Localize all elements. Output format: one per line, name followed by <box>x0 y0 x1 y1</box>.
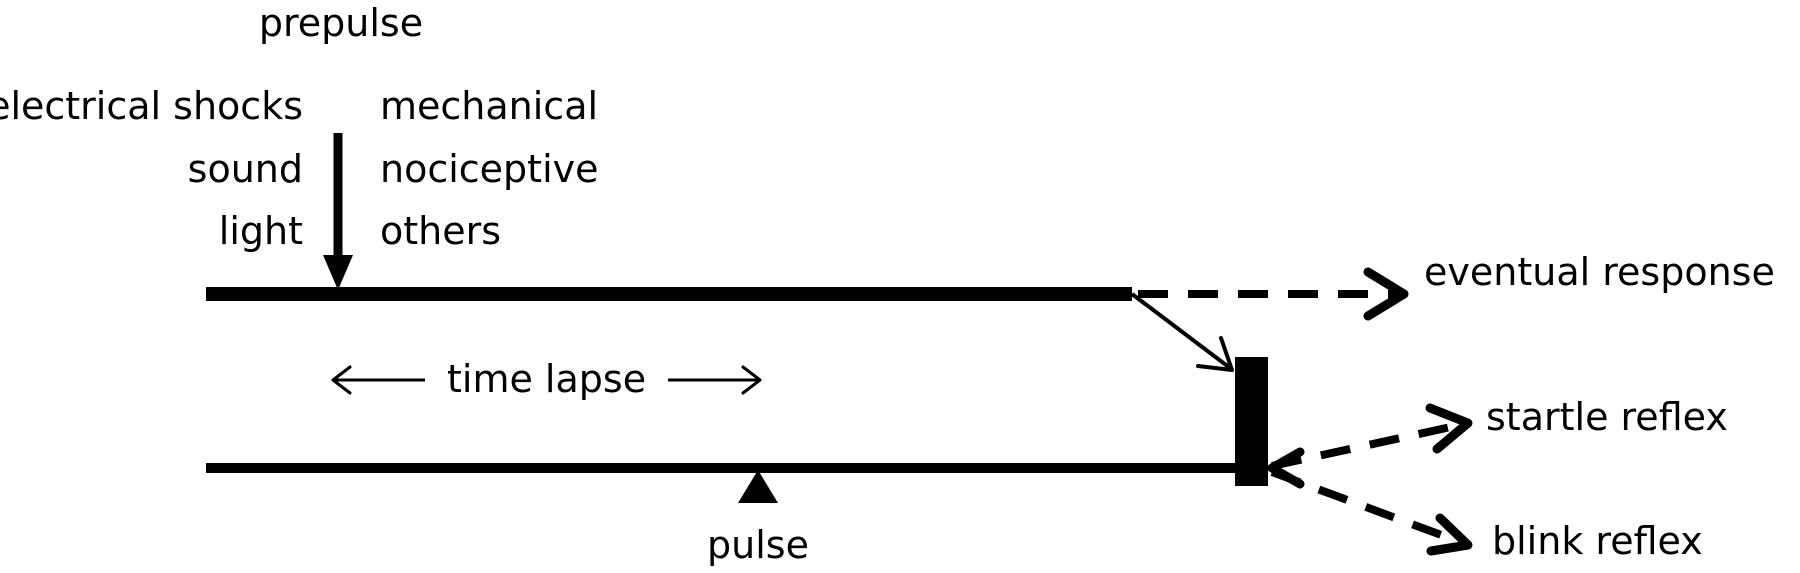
startle-reflex-arrow-head <box>1425 403 1473 454</box>
connector-arrow-shaft <box>1130 292 1232 370</box>
time-lapse-label: time lapse <box>447 357 646 401</box>
prepulse-arrow-head <box>323 255 353 290</box>
blink-reflex-dashed-arrow <box>1270 468 1462 546</box>
stimulus-type-sound: sound <box>188 147 303 191</box>
stimulus-type-nociceptive: nociceptive <box>380 147 599 191</box>
eventual-response-arrow-head <box>1363 267 1409 321</box>
time-lapse-right-arrow-head <box>741 365 762 395</box>
pulse-label: pulse <box>707 523 809 567</box>
eventual-response-label: eventual response <box>1424 250 1775 294</box>
stimulus-type-mechanical: mechanical <box>380 84 598 128</box>
stimulus-type-electrical-shocks: electrical shocks <box>0 84 303 128</box>
pulse-marker-triangle <box>738 470 778 503</box>
integrator-block <box>1235 357 1268 486</box>
blink-reflex-label: blink reflex <box>1492 519 1703 563</box>
time-lapse-left-arrow-head <box>331 365 352 395</box>
startle-reflex-label: startle reflex <box>1486 395 1728 439</box>
blink-reflex-arrow-head <box>1426 513 1473 556</box>
stimulus-type-others: others <box>380 209 501 253</box>
startle-reflex-dashed-arrow <box>1271 421 1461 470</box>
connector-arrow-head <box>1196 336 1234 372</box>
stimulus-type-light: light <box>219 209 303 253</box>
prepulse-label: prepulse <box>259 1 423 45</box>
reflex-input-arrow-head <box>1267 447 1305 489</box>
